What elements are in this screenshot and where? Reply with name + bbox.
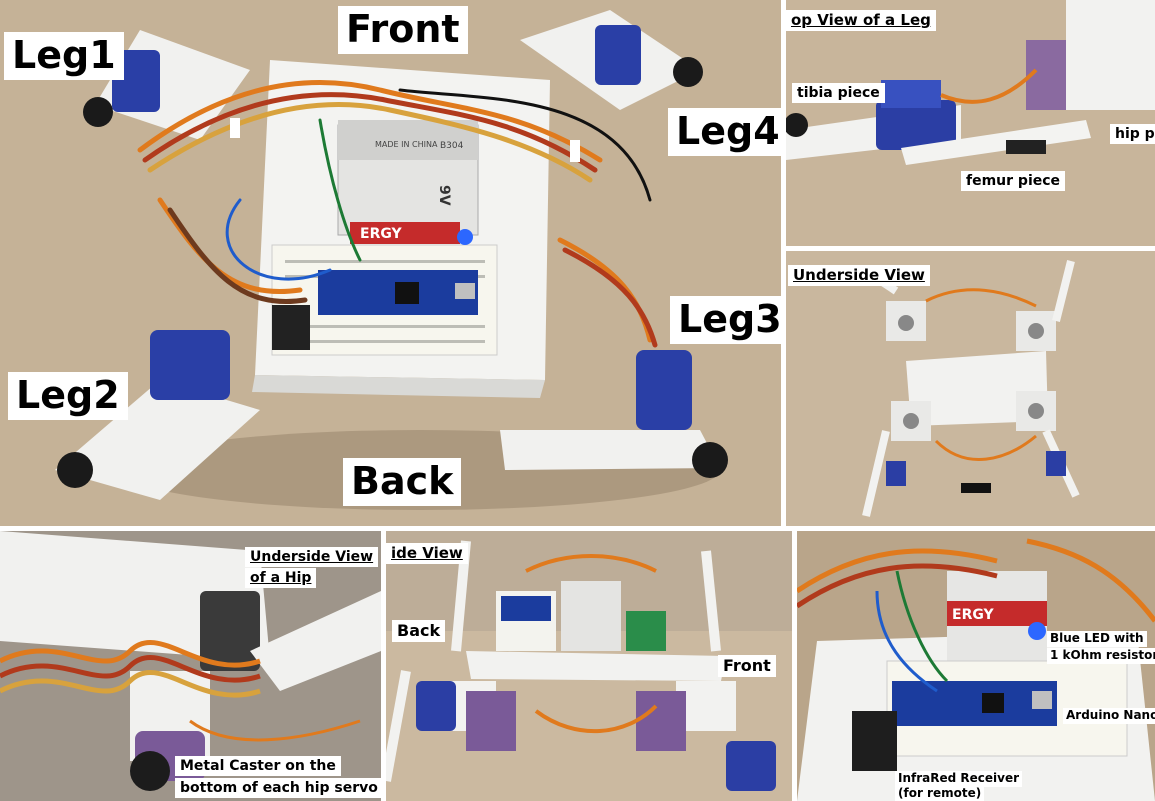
label-side-back: Back: [392, 620, 446, 643]
battery-brand-text: ERGY: [360, 226, 403, 242]
electronics-closeup-illustration: ERGY: [797, 531, 1155, 801]
underside-hip-illustration: [0, 531, 381, 801]
underside-view-illustration: [786, 251, 1155, 526]
label-leg4: Leg4: [668, 108, 781, 156]
battery-code-text: B304: [440, 141, 464, 151]
label-leg3: Leg3: [670, 296, 781, 344]
label-blue-led-line2: 1 kOhm resistor: [1047, 648, 1155, 664]
label-blue-led-line1: Blue LED with: [1047, 631, 1147, 647]
top-view-leg-illustration: [786, 0, 1155, 246]
label-leg1: Leg1: [4, 32, 124, 80]
label-leg2: Leg2: [8, 372, 128, 420]
side-view-photo: ide View Back Front: [386, 531, 792, 801]
label-femur-piece: femur piece: [961, 171, 1066, 192]
label-metal-caster-line1: Metal Caster on the: [175, 756, 341, 777]
main-robot-illustration: ERGY MADE IN CHINA B304 9V: [0, 0, 781, 526]
label-hip-piece: hip pi: [1110, 124, 1155, 145]
label-top-view-leg: op View of a Leg: [786, 10, 936, 32]
label-side-front: Front: [718, 655, 776, 678]
label-underside-hip-line2: of a Hip: [245, 568, 317, 589]
label-ir-receiver-line1: InfraRed Receiver: [895, 771, 1023, 787]
battery-brand-text-closeup: ERGY: [952, 607, 995, 623]
main-robot-photo: ERGY MADE IN CHINA B304 9V: [0, 0, 781, 526]
top-view-leg-photo: op View of a Leg tibia piece hip pi femu…: [786, 0, 1155, 246]
label-arduino-nano: Arduino Nano: [1063, 708, 1155, 724]
electronics-closeup-photo: ERGY Blue LED with 1 kOhm resistor Ardui…: [797, 531, 1155, 801]
battery-9v-text: 9V: [436, 185, 452, 206]
battery-made-text: MADE IN CHINA: [375, 140, 438, 149]
label-back: Back: [343, 458, 462, 506]
underside-hip-photo: Underside View of a Hip Metal Caster on …: [0, 531, 381, 801]
label-tibia-piece: tibia piece: [792, 83, 885, 104]
label-underside-hip-line1: Underside View: [245, 547, 379, 568]
label-metal-caster-line2: bottom of each hip servo: [175, 778, 381, 799]
label-side-view: ide View: [386, 543, 468, 565]
label-ir-receiver-line2: (for remote): [895, 786, 985, 801]
label-front: Front: [338, 6, 468, 54]
label-underside-view: Underside View: [788, 265, 930, 287]
underside-view-photo: Underside View: [786, 251, 1155, 526]
side-view-illustration: [386, 531, 792, 801]
